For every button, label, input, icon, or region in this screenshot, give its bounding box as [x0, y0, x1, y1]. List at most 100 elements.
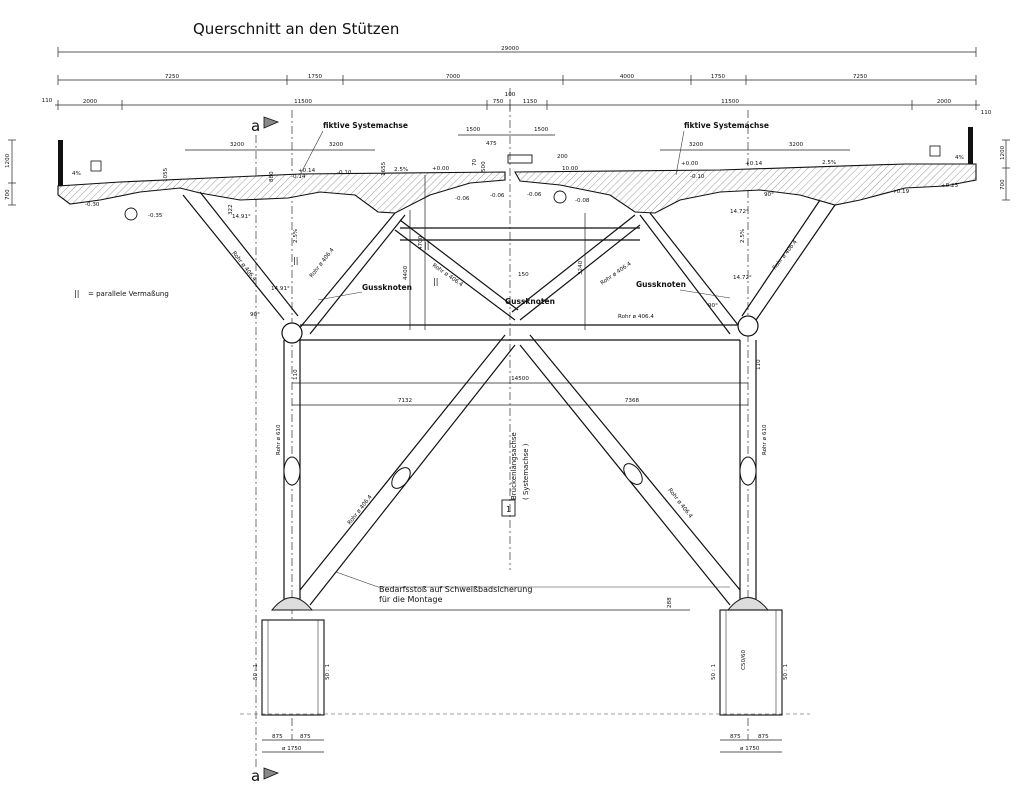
dim-mid-1500b: 1500	[534, 127, 549, 133]
section-marker-bottom: a	[251, 767, 280, 785]
dim-row2-c: 7000	[446, 74, 461, 80]
bridge-deck	[57, 127, 977, 221]
dim-frame-3240: 3240	[578, 260, 584, 275]
angle-6: 90°	[708, 303, 718, 309]
span-dims: 3200 3200 3200 3200 1500 1500 475 200 50…	[163, 127, 850, 215]
ratio-right-a: 50 : 1	[711, 663, 717, 680]
angle-4: 90°	[250, 312, 260, 318]
fiktive-systemachse-left: fiktive Systemachse	[323, 121, 408, 130]
bottom-dims: 14500 7132 7368 288	[292, 376, 748, 611]
level-11: +0.23	[941, 183, 959, 189]
dim-h-1655: 1655	[381, 161, 387, 176]
base-right-c: ø 1750	[740, 746, 760, 752]
dim-row2-f: 7250	[853, 74, 868, 80]
dim-row3-b: 2000	[83, 99, 98, 105]
pipe-column-right: Rohr ø 610	[762, 424, 768, 455]
level-13: +0.14	[298, 168, 316, 174]
level-2: -0.14	[291, 174, 306, 180]
fiktive-systemachse-right: fiktive Systemachse	[684, 121, 769, 130]
dim-row3-c: 11500	[294, 99, 312, 105]
ratio-right-b: 50 : 1	[783, 663, 789, 680]
foundation-left: 50 : 1 50 : 1	[253, 619, 331, 716]
bridge-axis-label: 1 Brückenlängsachse ( Systemachse )	[501, 432, 530, 517]
base-left-a: 875	[272, 734, 283, 740]
angle-labels: 14.91° 14.91° 14.72° 14.72° 90° 90° 90°	[232, 192, 774, 318]
level-4: +0.00	[432, 166, 450, 172]
dim-row3-g: 2000	[937, 99, 952, 105]
dim-h-1055: 1055	[163, 167, 169, 182]
dim-h-322: 322	[228, 204, 234, 215]
railing-post-left	[58, 140, 63, 186]
level-12: -0.10	[690, 174, 705, 180]
slope-2: 2.5%	[822, 160, 836, 166]
dim-row3-e: 1150	[523, 99, 538, 105]
level-9: +0.14	[745, 161, 763, 167]
angle-5: 90°	[764, 192, 774, 198]
dim-h-880: 880	[269, 171, 275, 182]
base-dims-left: 875 875 ø 1750	[262, 734, 324, 753]
axis-box-number: 1	[506, 505, 511, 514]
angle-1: 14.91°	[271, 286, 290, 292]
slope-0: 4%	[72, 171, 81, 177]
parallel-legend: || = parallele Vermaßung || || ||	[74, 241, 438, 298]
slope-1: 2.5%	[394, 167, 408, 173]
dim-span-l2: 3200	[329, 142, 344, 148]
curb-right	[929, 145, 941, 157]
dim-frame-4700: 4700	[418, 235, 424, 250]
dim-frame-4400: 4400	[403, 265, 409, 280]
dim-row2-b: 1750	[308, 74, 323, 80]
dim-row2-d: 4000	[620, 74, 635, 80]
angle-0: 14.91°	[232, 214, 251, 220]
dim-row3-d: 750	[493, 99, 504, 105]
dim-span-r1: 3200	[689, 142, 704, 148]
dim-overall: 29000	[501, 46, 519, 52]
lamp-base	[507, 154, 533, 164]
base-left-b: 875	[300, 734, 311, 740]
dim-span-l1: 3200	[230, 142, 245, 148]
steel-frame	[182, 191, 836, 611]
bedarf-line1: Bedarfsstoß auf Schweißbadsicherung	[379, 585, 532, 594]
dim-left-700: 700	[5, 189, 11, 200]
section-marker-top: a	[251, 116, 280, 135]
angle-3: 14.72°	[733, 275, 752, 281]
dim-row3-f: 11500	[721, 99, 739, 105]
dimension-chain-overall: 29000	[57, 46, 977, 57]
curb-left	[90, 160, 102, 172]
dim-post-110-right: 110	[756, 359, 762, 370]
dim-mid-70: 70	[472, 158, 478, 166]
angle-2: 14.72°	[730, 209, 749, 215]
dimension-chain-row2: 7250 1750 7000 4000 1750 7250	[57, 74, 977, 85]
fiktive-systemachse-left-group: fiktive Systemachse	[299, 121, 408, 176]
bridge-axis-1: Brückenlängsachse	[510, 432, 518, 500]
parallel-text: = parallele Vermaßung	[88, 290, 169, 298]
section-marker-top-letter: a	[251, 117, 260, 135]
bridge-axis-2: ( Systemachse )	[522, 443, 530, 500]
pipe-diag-left: Rohr ø 406.4	[347, 494, 374, 526]
pipe-diag-right: Rohr ø 406.4	[666, 488, 693, 520]
dim-row3-h: 110	[981, 110, 992, 116]
level-1: -0.35	[148, 213, 163, 219]
dim-mid-500: 500	[481, 161, 487, 172]
base-right-b: 875	[758, 734, 769, 740]
slope-labels: 4% 2.5% 2.5% 4% 2.5% 2.5%	[72, 155, 964, 243]
level-8: +0.00	[681, 161, 699, 167]
bedarfsstoss-note: Bedarfsstoß auf Schweißbadsicherung für …	[335, 571, 730, 604]
drawing-title: Querschnitt an den Stützen	[193, 20, 399, 38]
height-dims-left: 1200 700	[5, 139, 16, 206]
base-left-c: ø 1750	[282, 746, 302, 752]
dim-288: 288	[667, 597, 673, 608]
parallel-mark-2: ||	[424, 241, 429, 250]
level-5: -0.06	[455, 196, 470, 202]
dim-row3-a: 110	[42, 98, 53, 104]
dim-row2-e: 1750	[711, 74, 726, 80]
bedarf-line2: für die Montage	[379, 595, 442, 604]
parallel-mark-3: ||	[293, 256, 298, 265]
ratio-left-a: 50 : 1	[253, 663, 259, 680]
level-14: 10.00	[562, 166, 578, 172]
ratio-left-b: 50 : 1	[325, 663, 331, 680]
deck-right	[514, 163, 977, 214]
level-10: +0.19	[892, 189, 910, 195]
level-labels: -0.30 -0.35 -0.14 -0.10 +0.00 -0.06 -0.0…	[85, 161, 959, 219]
fiktive-systemachse-right-group: fiktive Systemachse	[675, 121, 769, 176]
